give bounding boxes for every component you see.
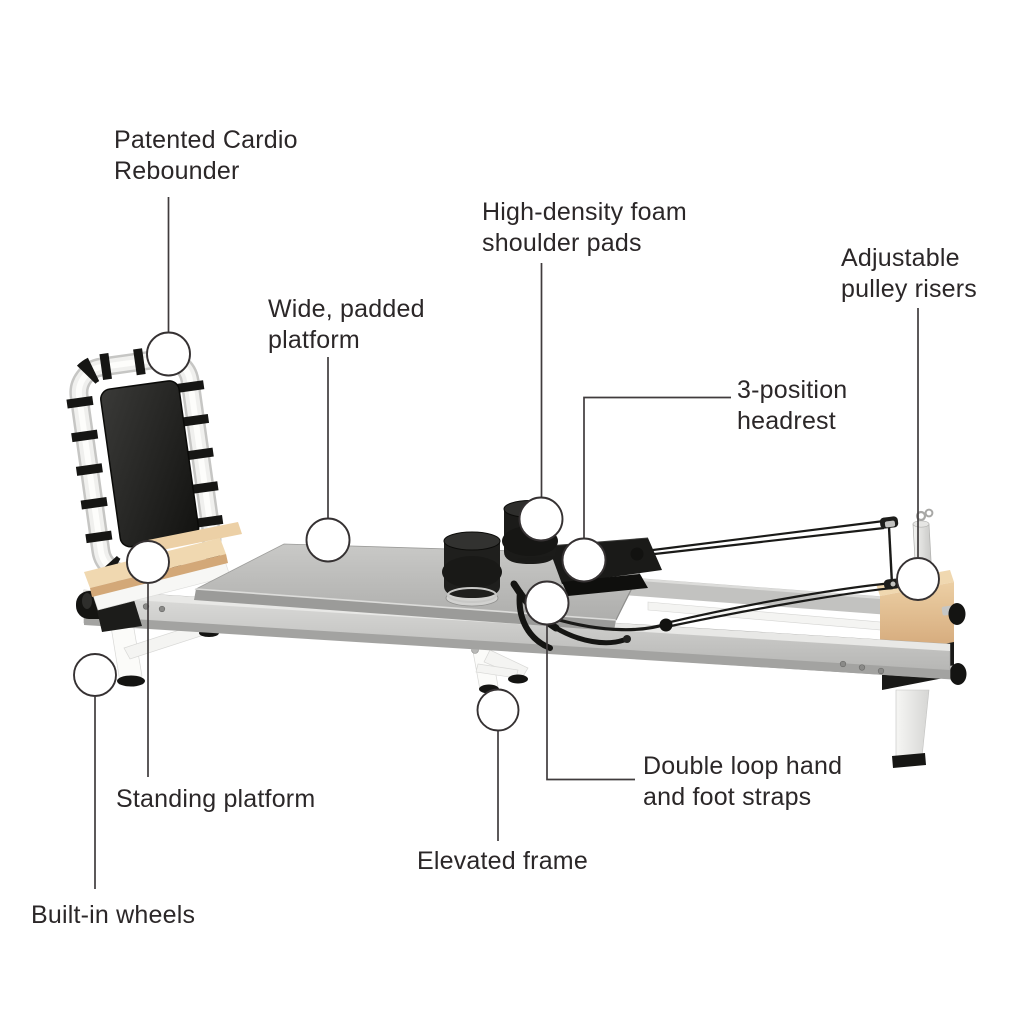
callout-connectors bbox=[94, 197, 919, 889]
callout-label-elevated-frame: Elevated frame bbox=[417, 847, 588, 875]
marker-headrest bbox=[561, 537, 607, 583]
rear-leg bbox=[895, 689, 930, 761]
callout-label-pulley-risers: Adjustable pulley risers bbox=[841, 244, 977, 303]
marker-elevated-frame bbox=[476, 688, 520, 732]
marker-cardio-rebounder bbox=[146, 331, 191, 377]
riser-wood-block bbox=[880, 582, 954, 658]
rope-stopper-ball bbox=[659, 618, 673, 632]
leg-foot bbox=[508, 674, 528, 684]
callout-label-headrest: 3-position headrest bbox=[737, 376, 848, 435]
front-center-leg bbox=[471, 642, 529, 694]
riser-ring bbox=[924, 508, 934, 518]
connector-hand-foot-straps bbox=[546, 625, 635, 781]
callout-label-shoulder-pads: High-density foam shoulder pads bbox=[482, 198, 687, 257]
callout-markers bbox=[73, 331, 940, 732]
callout-label-patented-cardio-rebounder: Patented Cardio Rebounder bbox=[114, 126, 298, 185]
rear-rail bbox=[609, 576, 905, 616]
marker-shoulder-pads bbox=[518, 496, 564, 542]
adjustment-knob bbox=[948, 603, 966, 625]
marker-hand-foot-straps bbox=[524, 580, 570, 626]
bungee-cords bbox=[65, 345, 225, 587]
rear-leg-foot bbox=[892, 753, 926, 768]
rope-stopper-ball bbox=[630, 547, 644, 561]
callout-label-hand-foot-straps: Double loop hand and foot straps bbox=[643, 752, 843, 811]
marker-built-in-wheels bbox=[73, 653, 117, 697]
callout-label-built-in-wheels: Built-in wheels bbox=[31, 901, 196, 929]
callout-label-wide-padded-platform: Wide, padded platform bbox=[268, 295, 425, 354]
riser-ring bbox=[915, 510, 927, 522]
cardio-rebounder bbox=[65, 345, 225, 587]
marker-pulley-risers bbox=[896, 557, 940, 601]
callout-label-standing-platform: Standing platform bbox=[116, 785, 316, 813]
leg-foot bbox=[117, 675, 145, 687]
adjustment-knob bbox=[949, 663, 967, 685]
marker-padded-platform bbox=[305, 517, 351, 563]
marker-standing-platform bbox=[126, 540, 170, 584]
connector-headrest bbox=[583, 396, 731, 538]
